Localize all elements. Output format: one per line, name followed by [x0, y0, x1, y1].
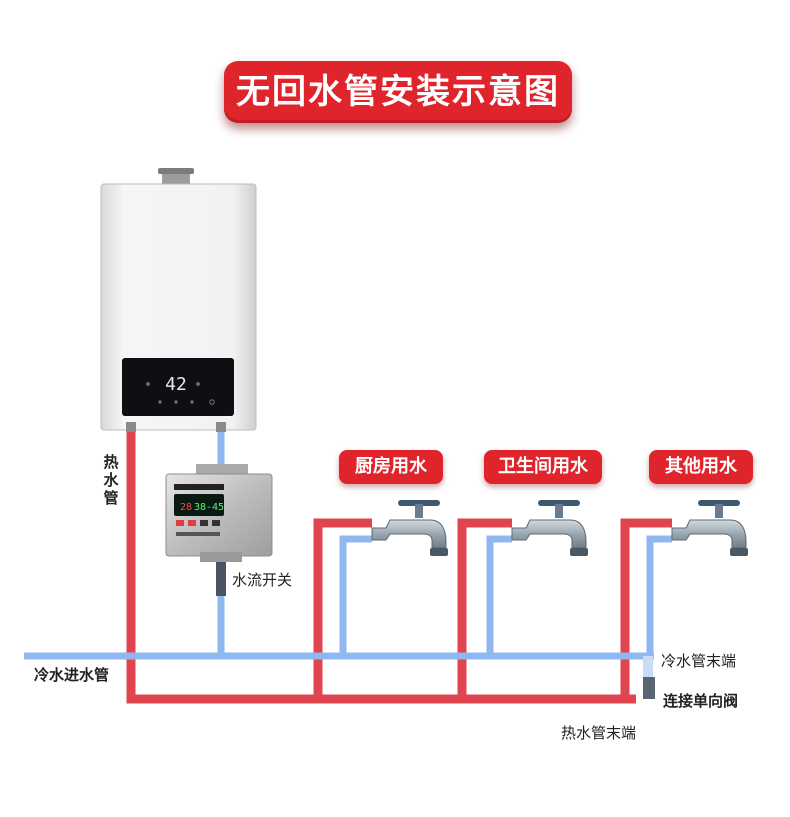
pump-display-right: 38-45 — [194, 502, 224, 513]
pump-controller-icon: 28 38-45 — [165, 464, 273, 562]
hot-branch-bathroom — [457, 518, 512, 699]
hot-water-pipes — [126, 428, 672, 704]
label-cold-water-inlet: 冷水进水管 — [34, 666, 110, 684]
label-hot-pipe-end: 热水管末端 — [561, 724, 637, 742]
water-heater-icon: 42 — [100, 168, 257, 432]
cold-branch-bathroom — [486, 535, 512, 656]
hot-branch-other — [620, 518, 672, 699]
tag-bathroom-water: 卫生间用水 — [484, 450, 602, 484]
cold-branch-other — [646, 535, 672, 656]
tag-other-water: 其他用水 — [649, 450, 753, 484]
label-hot-water-pipe: 热水管 — [103, 453, 119, 507]
check-valve-icon — [643, 677, 655, 699]
label-check-valve: 连接单向阀 — [663, 692, 739, 710]
heater-temp-display: 42 — [165, 374, 187, 395]
cold-branch-kitchen — [339, 535, 372, 656]
label-water-flow-switch: 水流开关 — [232, 571, 293, 589]
tag-kitchen-water: 厨房用水 — [339, 450, 443, 484]
faucet-icon — [511, 500, 588, 556]
label-cold-pipe-end: 冷水管末端 — [661, 652, 737, 670]
faucet-icon — [371, 500, 448, 556]
cold-pipe-end-cap — [643, 656, 653, 680]
hot-main-pipe — [126, 428, 636, 704]
faucet-icon — [671, 500, 748, 556]
water-flow-switch-icon — [216, 562, 226, 596]
diagram-title: 无回水管安装示意图 — [224, 61, 572, 123]
hot-branch-kitchen — [313, 518, 372, 699]
pump-display-left: 28 — [180, 502, 192, 513]
